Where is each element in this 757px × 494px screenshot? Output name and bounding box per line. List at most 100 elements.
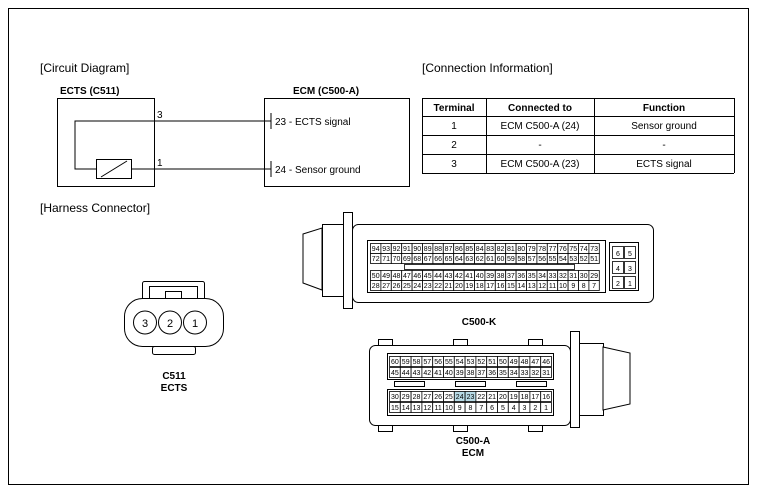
c500a-pin-label: 19 — [510, 394, 518, 401]
c500k-pin-label: 17 — [486, 283, 494, 290]
c500k-pin-label: 72 — [372, 256, 380, 263]
c500k-pin-label: 76 — [559, 246, 567, 253]
c500k-pin-label: 94 — [372, 246, 380, 253]
ecm-pin-23-label: 23 - ECTS signal — [275, 117, 351, 128]
c500a-pin-label: 12 — [423, 405, 431, 412]
c500k-pin-label: 79 — [528, 246, 536, 253]
c500a-pin-label: 54 — [456, 359, 464, 366]
c500k-pin-label: 66 — [434, 256, 442, 263]
c500a-pin-label: 21 — [488, 394, 496, 401]
c500a-pin-label: 18 — [521, 394, 529, 401]
table-cell: ECM C500-A (24) — [501, 121, 580, 132]
ects-sensor-box — [57, 98, 155, 187]
c500k-pin-label: 49 — [382, 273, 390, 280]
c500k-pin-label: 14 — [517, 283, 525, 290]
c500a-pin-label: 9 — [458, 405, 462, 412]
c500k-pin-label: 64 — [455, 256, 463, 263]
c500k-pin-label: 85 — [465, 246, 473, 253]
c500a-pin-label: 58 — [413, 359, 421, 366]
c511-pin-2: 2 — [167, 318, 173, 330]
c500k-pin-label: 27 — [382, 283, 390, 290]
c500k-pin-label: 32 — [559, 273, 567, 280]
c500a-pin-label: 4 — [512, 405, 516, 412]
c500a-pin-label: 26 — [434, 394, 442, 401]
c500a-pin-cell — [540, 391, 552, 402]
c500a-pin-label: 57 — [423, 359, 431, 366]
c500k-pin-label: 40 — [476, 273, 484, 280]
c500k-pin-label: 29 — [590, 273, 598, 280]
c500k-pin-label: 74 — [580, 246, 588, 253]
c500a-pin-label: 50 — [499, 359, 507, 366]
ects-pin-1-label: 1 — [157, 158, 163, 169]
c500a-pin-label: 52 — [477, 359, 485, 366]
c500a-pin-label: 23 — [467, 394, 475, 401]
c500k-pin-label: 26 — [393, 283, 401, 290]
c500a-pin-label: 1 — [544, 405, 548, 412]
c500a-pin-label: 60 — [391, 359, 399, 366]
table-cell: ECTS signal — [636, 159, 692, 170]
c500k-label: C500-K — [462, 317, 497, 328]
c500a-pin-label: 5 — [501, 405, 505, 412]
thermistor-slash — [100, 160, 128, 178]
c500a-pin-label: 14 — [402, 405, 410, 412]
c500k-pin-label: 78 — [538, 246, 546, 253]
c500a-pin-label: 37 — [477, 370, 485, 377]
c500a-pin-label: 59 — [402, 359, 410, 366]
circuit-section-title: [Circuit Diagram] — [40, 61, 129, 75]
c500k-pin-label: 15 — [507, 283, 515, 290]
c500a-pin-label: 41 — [434, 370, 442, 377]
c500k-side-pin-label: 6 — [616, 251, 620, 258]
c500k-pin-label: 48 — [393, 273, 401, 280]
c500a-pin-label: 31 — [542, 370, 550, 377]
c500k-side-pin-label: 4 — [616, 266, 620, 273]
table-cell: ECM C500-A (23) — [501, 159, 580, 170]
c500k-pin-label: 50 — [372, 273, 380, 280]
c500k-side-pin-label: 5 — [628, 251, 632, 258]
c500k-pin-label: 16 — [497, 283, 505, 290]
c500k-pin-label: 82 — [497, 246, 505, 253]
c500k-pin-label: 84 — [476, 246, 484, 253]
c500k-pin-label: 75 — [569, 246, 577, 253]
ecm-pin-24-label: 24 - Sensor ground — [275, 165, 361, 176]
c500a-pin-label: 3 — [523, 405, 527, 412]
wire-ects-signal — [74, 120, 271, 170]
c500k-pin-label: 60 — [497, 256, 505, 263]
c500k-pin-cell — [588, 280, 600, 291]
c500k-pin-label: 23 — [424, 283, 432, 290]
c500k-pin-label: 86 — [455, 246, 463, 253]
c500a-pin-cell — [540, 402, 552, 413]
c500k-side-pin-cell — [624, 261, 636, 274]
c500a-pin-cell — [540, 356, 552, 367]
table-cell: - — [538, 140, 541, 151]
c500a-sublabel: ECM — [462, 448, 484, 459]
c500k-pin-label: 24 — [413, 283, 421, 290]
c500k-pin-label: 10 — [559, 283, 567, 290]
c500k-pin-label: 18 — [476, 283, 484, 290]
c500k-pin-label: 57 — [528, 256, 536, 263]
c500a-pin-label: 8 — [469, 405, 473, 412]
table-header-cell: Connected to — [508, 103, 572, 114]
c500k-pin-label: 81 — [507, 246, 515, 253]
c500k-pin-label: 83 — [486, 246, 494, 253]
ecm-box — [264, 98, 410, 187]
c500k-pin-label: 53 — [569, 256, 577, 263]
c500k-pin-label: 56 — [538, 256, 546, 263]
c500k-side-pin-label: 1 — [628, 281, 632, 288]
outer-frame — [8, 8, 749, 485]
c500k-pin-cell — [588, 253, 600, 264]
c500k-pin-label: 54 — [559, 256, 567, 263]
c500a-pin-label: 39 — [456, 370, 464, 377]
c500k-pin-label: 90 — [413, 246, 421, 253]
c500k-pin-label: 8 — [582, 283, 586, 290]
ects-label: ECTS (C511) — [60, 86, 119, 97]
c500a-pin-label: 42 — [423, 370, 431, 377]
c500a-pin-label: 48 — [521, 359, 529, 366]
c500a-label: C500-A — [456, 436, 490, 447]
table-header-cell: Function — [643, 103, 685, 114]
c500a-pin-label: 36 — [488, 370, 496, 377]
c500k-pin-label: 9 — [571, 283, 575, 290]
c500k-pin-label: 91 — [403, 246, 411, 253]
c511-label: C511 — [162, 371, 186, 382]
